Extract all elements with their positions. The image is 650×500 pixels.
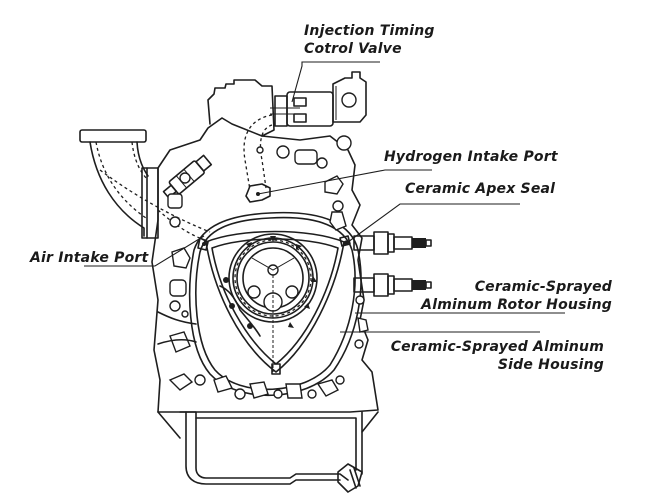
- label-air-intake-port: Air Intake Port: [30, 250, 149, 266]
- leader-air-port: [84, 235, 205, 267]
- label-rotor-housing-line1: Ceramic-Sprayed: [474, 279, 612, 295]
- upper-block: [207, 79, 275, 137]
- rotor: [205, 230, 345, 373]
- label-side-housing: Ceramic-Sprayed Alminum Side Housing: [391, 338, 604, 374]
- spark-plug-upper: [353, 231, 432, 255]
- label-hydrogen-intake-port: Hydrogen Intake Port: [384, 149, 558, 165]
- hydrogen-duct: [243, 114, 273, 191]
- leader-injection-valve: [291, 61, 380, 103]
- label-injection-valve: Injection Timing Cotrol Valve: [304, 22, 435, 58]
- rotor-side-pockets: [219, 277, 261, 337]
- label-injection-valve-line1: Injection Timing: [304, 23, 435, 39]
- label-injection-valve-line2: Cotrol Valve: [304, 41, 402, 57]
- oil-pan: [157, 411, 379, 493]
- label-ceramic-apex-seal: Ceramic Apex Seal: [405, 181, 556, 197]
- coolant-passages: [167, 135, 369, 400]
- label-rotor-housing-line2: Alminum Rotor Housing: [421, 297, 612, 313]
- air-intake-pipe: [79, 129, 159, 239]
- rotor-gear: [228, 233, 318, 372]
- label-side-housing-line1: Ceramic-Sprayed Alminum: [390, 339, 604, 355]
- apex-seals: [197, 235, 351, 375]
- side-housing-outline: [151, 117, 379, 413]
- injection-valve: [270, 71, 367, 127]
- label-rotor-housing: Ceramic-Sprayed Alminum Rotor Housing: [421, 278, 612, 314]
- leader-lines: [84, 61, 565, 333]
- leader-apex-seal: [347, 203, 520, 243]
- rotor-housing-trochoid: [195, 216, 356, 391]
- leader-hydrogen-port: [257, 169, 432, 195]
- hydrogen-intake-port-shape: [245, 183, 271, 203]
- spark-plug-lower: [353, 273, 432, 297]
- label-side-housing-line2: Side Housing: [497, 357, 604, 373]
